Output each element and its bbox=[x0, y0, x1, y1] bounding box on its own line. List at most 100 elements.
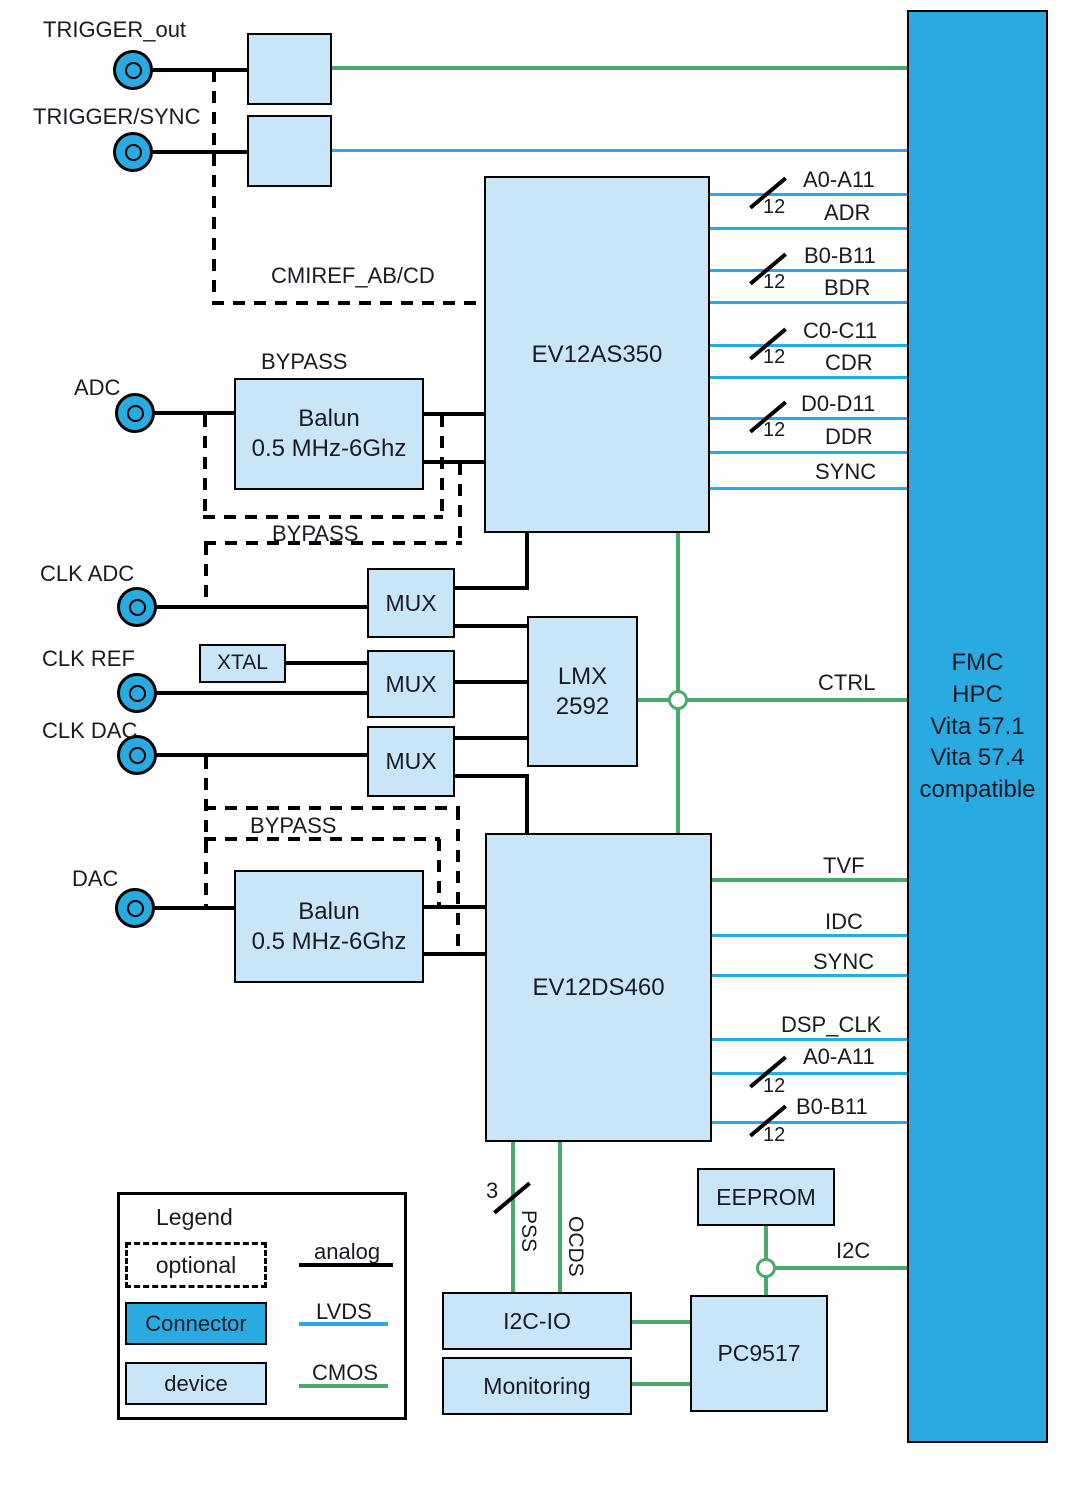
adc-label: ADC bbox=[74, 375, 121, 400]
dac-bus-a-label: A0-A11 bbox=[803, 1044, 875, 1069]
fmc-line-5: compatible bbox=[919, 776, 1036, 803]
adc-chip-label: EV12AS350 bbox=[531, 340, 663, 368]
mux3-out1-h bbox=[455, 736, 527, 740]
legend-analog-label: analog bbox=[314, 1239, 381, 1264]
clk-adc-connector bbox=[117, 587, 157, 627]
connector-pin bbox=[128, 684, 146, 702]
dac-bus-b-width: 12 bbox=[763, 1124, 786, 1146]
balun-adc-out2 bbox=[424, 460, 484, 464]
dsp-clk-label: DSP_CLK bbox=[781, 1012, 882, 1037]
dashed-dac-bypass-top bbox=[204, 806, 460, 810]
fmc-connector: FMC HPC Vita 57.1 Vita 57.4 compatible bbox=[907, 10, 1048, 1443]
dashed-cmiref-line bbox=[212, 301, 484, 305]
mux3-out2-h bbox=[455, 774, 529, 778]
balun-dac-out2 bbox=[424, 952, 485, 956]
legend-lvds-label: LVDS bbox=[316, 1299, 372, 1324]
mux2-label: MUX bbox=[385, 670, 437, 697]
bus-b-label: B0-B11 bbox=[804, 243, 876, 268]
i2c-junction bbox=[756, 1258, 776, 1278]
tvf-label: TVF bbox=[823, 853, 865, 878]
mux1-label: MUX bbox=[385, 589, 437, 616]
dsp-clk-line bbox=[712, 1038, 907, 1041]
trigger-out-connector bbox=[113, 50, 153, 90]
legend-title: Legend bbox=[156, 1204, 233, 1230]
pss-width-label: 3 bbox=[486, 1178, 499, 1203]
bypass-clk-label: BYPASS bbox=[272, 521, 359, 546]
pss-line bbox=[511, 1142, 515, 1292]
dashed-adc-bypass-bottom bbox=[203, 515, 443, 519]
dashed-clkadc-vertical bbox=[204, 543, 208, 605]
bus-adr-line bbox=[710, 227, 907, 230]
trigger-out-fmc-line bbox=[332, 66, 907, 70]
bus-d-label: D0-D11 bbox=[801, 391, 876, 416]
monitoring: Monitoring bbox=[442, 1357, 632, 1415]
mux3-label: MUX bbox=[385, 748, 437, 775]
lmx-label2: 2592 bbox=[555, 692, 610, 720]
bus-c-label: C0-C11 bbox=[803, 318, 878, 343]
trigger-sync-fmc-line bbox=[332, 149, 907, 152]
clk-ref-line bbox=[155, 691, 367, 695]
adc-sync-line bbox=[710, 487, 907, 490]
dashed-clkdac-vertical bbox=[204, 757, 208, 907]
trigger-sync-buffer bbox=[247, 115, 332, 187]
adc-sync-label: SYNC bbox=[815, 459, 877, 484]
ctrl-vertical-line bbox=[676, 533, 680, 833]
mux1: MUX bbox=[367, 568, 455, 638]
ctrl-label: CTRL bbox=[818, 670, 876, 695]
dac-bus-a-line bbox=[712, 1072, 907, 1075]
xtal-label: XTAL bbox=[217, 651, 268, 675]
legend-cmos-line bbox=[299, 1384, 388, 1388]
adc-input-line bbox=[155, 411, 234, 415]
adc-balun-label1: Balun bbox=[298, 405, 360, 432]
fmc-line-4: Vita 57.4 bbox=[930, 744, 1025, 772]
eeprom: EEPROM bbox=[697, 1168, 835, 1226]
legend-analog-line bbox=[299, 1263, 393, 1267]
legend-device-box: device bbox=[125, 1362, 267, 1405]
legend-connector-label: Connector bbox=[145, 1310, 247, 1336]
adc-balun: Balun 0.5 MHz-6Ghz bbox=[234, 378, 424, 490]
pss-label: PSS bbox=[517, 1210, 540, 1253]
xtal-mux-line bbox=[286, 661, 367, 665]
balun-adc-out1 bbox=[424, 412, 484, 416]
mux1-out1-v bbox=[525, 533, 529, 590]
lmx-label1: LMX bbox=[557, 662, 608, 690]
connector-pin bbox=[128, 746, 146, 764]
connector-pin bbox=[124, 61, 142, 79]
monitoring-pc9517-line bbox=[632, 1382, 690, 1386]
dac-chip-label: EV12DS460 bbox=[532, 973, 665, 1001]
clk-ref-label: CLK REF bbox=[42, 646, 135, 671]
dac-label: DAC bbox=[72, 866, 119, 891]
bus-a-width: 12 bbox=[763, 196, 786, 218]
connector-pin bbox=[128, 598, 146, 616]
legend-optional-label: optional bbox=[155, 1251, 237, 1278]
i2c-line bbox=[766, 1266, 907, 1270]
dac-bus-b-line bbox=[712, 1121, 907, 1124]
legend-cmos-label: CMOS bbox=[312, 1360, 378, 1385]
dac-bus-a-width: 12 bbox=[763, 1075, 786, 1097]
bus-b-line bbox=[710, 269, 907, 272]
i2c-io: I2C-IO bbox=[442, 1292, 632, 1350]
fmc-line-3: Vita 57.1 bbox=[930, 712, 1025, 740]
dac-bus-b-label: B0-B11 bbox=[796, 1094, 868, 1119]
dac-sync-label: SYNC bbox=[813, 949, 875, 974]
legend-connector-box: Connector bbox=[125, 1302, 267, 1345]
trigger-out-buffer bbox=[247, 33, 332, 105]
bus-c-width: 12 bbox=[763, 346, 786, 368]
i2cio-pc9517-line bbox=[632, 1320, 690, 1324]
trigger-sync-line bbox=[152, 150, 247, 154]
clk-dac-label: CLK DAC bbox=[42, 718, 138, 743]
xtal: XTAL bbox=[199, 644, 286, 683]
pc9517: PC9517 bbox=[690, 1295, 828, 1412]
ctrl-junction bbox=[668, 690, 688, 710]
fmc-line-1: FMC bbox=[951, 649, 1004, 677]
i2c-io-label: I2C-IO bbox=[503, 1307, 571, 1334]
clk-adc-line bbox=[155, 605, 367, 609]
dashed-trigger-vertical bbox=[212, 70, 216, 303]
trigger-out-label: TRIGGER_out bbox=[43, 17, 187, 42]
bus-ddr-line bbox=[710, 451, 907, 454]
mux2-out-h bbox=[455, 680, 527, 684]
bus-d-width: 12 bbox=[763, 419, 786, 441]
bus-bdr-label: BDR bbox=[824, 275, 871, 300]
mux1-out1-h bbox=[455, 586, 529, 590]
fmc-line-2: HPC bbox=[952, 680, 1003, 708]
